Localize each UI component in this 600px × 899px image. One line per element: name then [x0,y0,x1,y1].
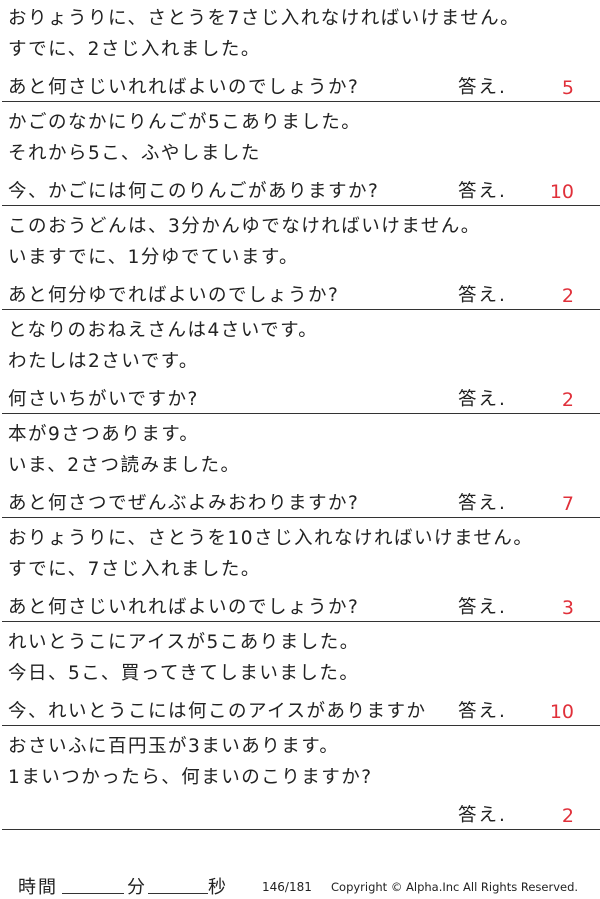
divider [2,413,600,414]
answer-value: 2 [561,805,574,827]
problem-question: あと何さじいれればよいのでしょうか? [8,77,360,98]
problem-question: 何さいちがいですか? [8,389,199,410]
answer-label: 答え. [458,493,507,514]
minutes-blank [62,893,124,894]
problem-question: あと何分ゆでればよいのでしょうか? [8,285,340,306]
problem-block: おさいふに百円玉が3まいあります。 1まいつかったら、何まいのこりますか? 答え. 2 [0,728,600,832]
problem-line-1: かごのなかにりんごが5こありました。 [8,112,362,133]
answer-label: 答え. [458,77,507,98]
answer-value: 3 [561,597,574,619]
footer: 時間 分 秒 146/181 Copyright © Alpha.Inc All… [0,868,600,898]
problem-line-2: それから5こ、ふやしました [8,143,261,164]
answer-label: 答え. [458,389,507,410]
problem-block: かごのなかにりんごが5こありました。それから5こ、ふやしました今、かごには何この… [0,104,600,208]
divider [2,309,600,310]
problem-line-2: すでに、7さじ入れました。 [8,559,261,580]
divider [2,621,600,622]
answer-value: 2 [561,285,574,307]
problem-block: れいとうこにアイスが5こありました。今日、5こ、買ってきてしまいました。今、れい… [0,624,600,728]
minutes-label: 分 [127,877,145,898]
problem-line-2: 1まいつかったら、何まいのこりますか? [8,767,373,788]
problem-line-2: 今日、5こ、買ってきてしまいました。 [8,663,360,684]
page-number: 146/181 [262,880,312,894]
problem-question: 今、れいとうこには何このアイスがありますか [8,701,427,722]
seconds-label: 秒 [208,877,226,898]
answer-value: 7 [561,493,574,515]
problem-line-2: すでに、2さじ入れました。 [8,39,261,60]
problem-block: おりょうりに、さとうを10さじ入れなければいけません。すでに、7さじ入れました。… [0,520,600,624]
answer-label: 答え. [458,597,507,618]
divider [2,101,600,102]
problem-line-1: れいとうこにアイスが5こありました。 [8,632,360,653]
problem-line-2: わたしは2さいです。 [8,351,199,372]
problem-block: 本が9さつあります。いま、2さつ読みました。あと何さつでぜんぶよみおわりますか?… [0,416,600,520]
divider [2,829,600,830]
answer-value: 10 [549,181,574,203]
divider [2,517,600,518]
answer-label: 答え. [458,285,507,306]
problem-question: 今、かごには何このりんごがありますか? [8,181,380,202]
divider [2,725,600,726]
answer-label: 答え. [458,701,507,722]
problem-question: あと何さじいれればよいのでしょうか? [8,597,360,618]
copyright: Copyright © Alpha.Inc All Rights Reserve… [331,880,579,894]
problem-block: このおうどんは、3分かんゆでなければいけません。いますでに、1分ゆでています。あ… [0,208,600,312]
answer-value: 5 [561,77,574,99]
problem-line-1: 本が9さつあります。 [8,424,200,445]
divider [2,205,600,206]
problem-line-1: となりのおねえさんは4さいです。 [8,320,319,341]
problem-line-1: おりょうりに、さとうを7さじ入れなければいけません。 [8,8,521,29]
problem-line-2: いま、2さつ読みました。 [8,455,241,476]
answer-value: 10 [549,701,574,723]
problem-line-1: おりょうりに、さとうを10さじ入れなければいけません。 [8,528,534,549]
time-label: 時間 [18,877,58,898]
seconds-blank [148,893,208,894]
answer-label: 答え. [458,805,507,826]
answer-value: 2 [561,389,574,411]
problem-question: あと何さつでぜんぶよみおわりますか? [8,493,360,514]
problem-line-1: このおうどんは、3分かんゆでなければいけません。 [8,216,481,237]
answer-label: 答え. [458,181,507,202]
problem-line-1: おさいふに百円玉が3まいあります。 [8,736,340,757]
problem-block: となりのおねえさんは4さいです。わたしは2さいです。何さいちがいですか? 答え. 2 [0,312,600,416]
problem-block: おりょうりに、さとうを7さじ入れなければいけません。すでに、2さじ入れました。あ… [0,0,600,104]
problem-line-2: いますでに、1分ゆでています。 [8,247,300,268]
